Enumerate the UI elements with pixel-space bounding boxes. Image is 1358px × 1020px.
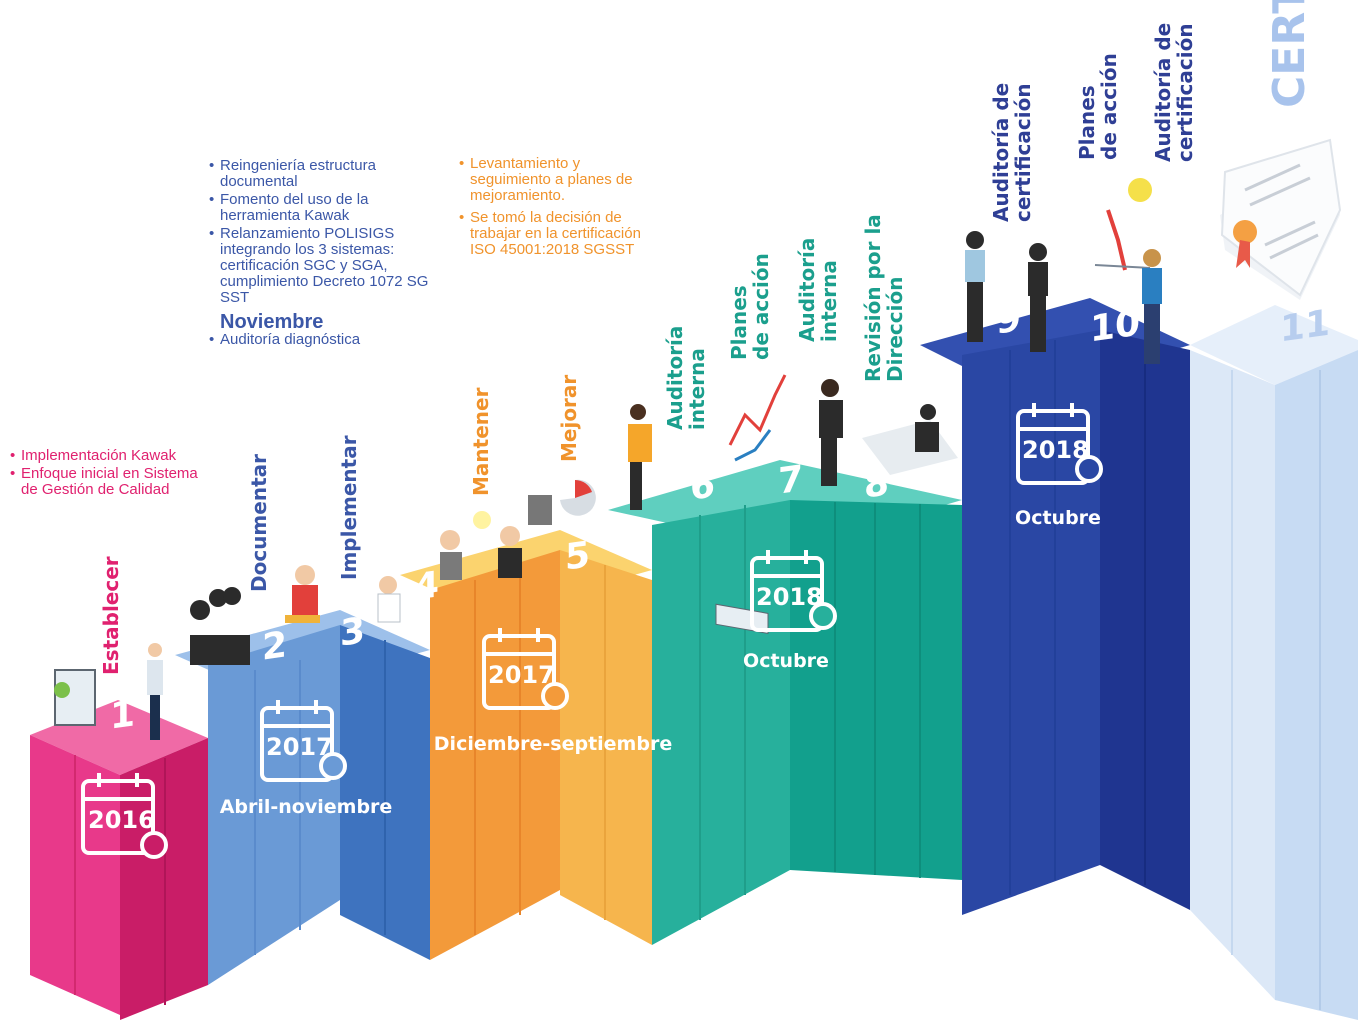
notes-pink: Implementación Kawak Enfoque inicial en …	[8, 448, 208, 500]
notes-blue: Reingeniería estructura documental Fomen…	[207, 158, 442, 350]
step-2-3-column	[175, 610, 430, 985]
step-4-5-figures	[440, 479, 596, 580]
label-auditoria-interna-6: Auditoría interna	[663, 325, 709, 430]
step-9-10-column	[920, 298, 1190, 915]
step-number-3: 3	[340, 610, 366, 655]
note-pink-2: Enfoque inicial en Sistema de Gestión de…	[8, 466, 208, 498]
period-octubre-2018-a: Octubre	[743, 650, 829, 672]
step-9-10-figures	[965, 178, 1162, 364]
step-number-8: 8	[864, 462, 890, 507]
notes-orange: Levantamiento y seguimiento a planes de …	[457, 156, 647, 260]
step-number-2: 2	[262, 624, 288, 669]
step-number-6: 6	[690, 464, 716, 509]
certificate-icon	[1220, 138, 1342, 300]
label-auditoria-interna-6-text: Auditoría interna	[663, 325, 709, 430]
note-orange-2: Se tomó la decisión de trabajar en la ce…	[457, 210, 647, 258]
note-blue-1: Reingeniería estructura documental	[207, 158, 442, 190]
step-number-5: 5	[565, 534, 591, 579]
note-orange-1: Levantamiento y seguimiento a planes de …	[457, 156, 647, 204]
period-octubre-2018-b: Octubre	[1015, 507, 1101, 529]
label-mejorar: Mejorar	[557, 374, 581, 462]
step-number-4: 4	[414, 564, 440, 609]
calendar-icon-2018-b	[1016, 403, 1103, 485]
calendar-year-1: 2016	[88, 806, 155, 834]
label-auditoria-interna-7-text: Auditoría interna	[795, 237, 841, 342]
step-number-11: 11	[1280, 302, 1331, 351]
label-planes-de-accion-10-text: Planes de acción	[1075, 53, 1121, 160]
label-auditoria-certificacion-11-text: Auditoría de certificación	[1151, 22, 1197, 162]
label-planes-de-accion-7-text: Planes de acción	[727, 253, 773, 360]
step-number-10: 10	[1090, 302, 1141, 351]
label-cert: CERT	[1264, 0, 1315, 108]
period-abril-noviembre: Abril-noviembre	[219, 796, 393, 818]
step-1-column	[30, 700, 208, 1020]
calendar-year-5: 2018	[1022, 436, 1089, 464]
calendar-icon-2016	[81, 773, 168, 859]
step-number-9: 9	[996, 298, 1022, 343]
calendar-year-4: 2018	[756, 583, 823, 611]
label-revision-direccion-text: Revisión por la Dirección	[861, 214, 907, 382]
label-mantener: Mantener	[469, 387, 493, 496]
step-11-column	[1190, 305, 1358, 1020]
step-1-figures	[54, 643, 163, 740]
step-number-1: 1	[110, 693, 136, 738]
label-implementar: Implementar	[337, 435, 361, 580]
step-6-8-figures	[628, 374, 958, 635]
note-blue-2: Fomento del uso de la herramienta Kawak	[207, 192, 442, 224]
label-auditoria-certificacion-9-text: Auditoría de certificación	[989, 82, 1035, 222]
label-auditoria-certificacion-9: Auditoría de certificación	[989, 82, 1035, 222]
label-documentar: Documentar	[247, 454, 271, 592]
calendar-icon-2017-a	[260, 700, 347, 782]
label-planes-de-accion-7: Planes de acción	[727, 253, 773, 360]
note-blue-month: Noviembre	[220, 311, 324, 333]
label-planes-de-accion-10: Planes de acción	[1075, 53, 1121, 160]
label-establecer: Establecer	[99, 556, 123, 675]
label-auditoria-certificacion-11: Auditoría de certificación	[1151, 22, 1197, 162]
label-auditoria-interna-7: Auditoría interna	[795, 237, 841, 342]
label-revision-direccion: Revisión por la Dirección	[861, 214, 907, 382]
step-6-8-column	[608, 460, 962, 945]
calendar-icon-2017-b	[482, 628, 569, 710]
step-number-7: 7	[778, 458, 804, 503]
calendar-icon-2018-a	[750, 550, 837, 632]
step-2-figures	[190, 565, 401, 665]
note-blue-3: Relanzamiento POLISIGS integrando los 3 …	[207, 226, 442, 306]
note-pink-1: Implementación Kawak	[8, 448, 208, 465]
period-diciembre-septiembre: Diciembre-septiembre	[433, 733, 673, 755]
calendar-year-3: 2017	[488, 661, 555, 689]
calendar-year-2: 2017	[266, 733, 333, 761]
note-blue-month-item-1: Auditoría diagnóstica	[207, 332, 442, 349]
